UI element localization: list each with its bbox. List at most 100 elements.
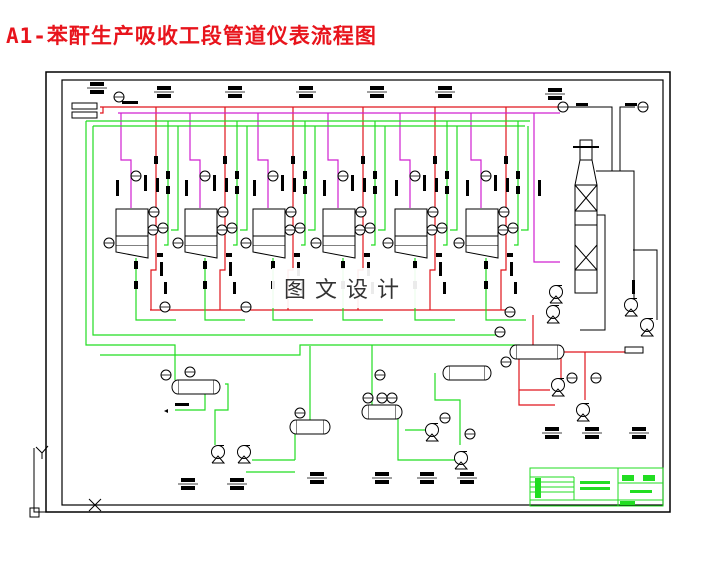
tag-bar [253,180,256,196]
valve-icon [235,186,239,194]
tag-bar [323,180,326,196]
tag-bar [443,282,446,294]
drawing-title: A1-苯酐生产吸收工段管道仪表流程图 [6,24,377,48]
tower-top [579,139,593,161]
title-block-text [580,481,610,484]
absorber-1 [115,208,149,247]
tag-label [438,86,452,90]
valve-icon [166,186,170,194]
tag-bar [213,175,216,191]
inner-border [61,79,664,506]
valve-icon [203,281,207,289]
vessel-head [171,379,179,395]
green-line [175,394,206,411]
pump-base [549,295,564,304]
tag-bar [160,262,163,276]
tag-label [375,472,389,476]
tag-label [175,403,189,406]
green-drop [171,126,179,231]
tag-label [632,435,646,439]
tag-bar [281,175,284,191]
absorber-cone [115,246,149,259]
red-inlet [100,107,104,114]
absorber-cone [322,246,356,259]
absorber-cone [394,246,428,259]
absorption-tower [574,184,598,294]
tag-bar [229,262,232,276]
tag-label [545,435,559,439]
pump-base [211,455,226,464]
vessel-head [557,344,565,360]
title-block [529,467,664,507]
outer-border [45,71,671,513]
tag-label [548,88,562,92]
tower-vent [565,106,613,171]
valve-icon [413,261,417,269]
tag-label [228,94,242,98]
tag-label [228,86,242,90]
pump-base [624,308,639,317]
tag-label [585,427,599,431]
green-left-drop [85,121,176,380]
tag-label [548,96,562,100]
tag-bar [233,282,236,294]
tag-label [181,478,195,482]
vessel-head [289,419,297,435]
absorber-4 [322,208,356,247]
tag-label [420,480,434,484]
tag-bar [439,262,442,276]
tower-bottom-line [580,214,606,331]
tag-bar [632,280,635,294]
absorber-cone [184,246,218,259]
horizontal-vessel [295,419,325,435]
magenta-to-tower [533,113,560,263]
horizontal-vessel [515,344,559,360]
tag-label [438,94,452,98]
arrow [164,409,168,413]
tag-bar [507,253,513,257]
horizontal-vessel [177,379,215,395]
horizontal-vessel [448,365,486,381]
drawing-frame [45,71,671,513]
valve-icon [445,171,449,179]
vessel-head [361,404,369,420]
valve-icon [373,171,377,179]
green-drop [443,121,448,246]
tag-bar [293,178,296,192]
tag-bar [436,253,442,257]
tag-label [420,472,434,476]
tower-overhead [596,170,635,310]
tag-label [230,486,244,490]
tag-bar [514,282,517,294]
green-drop [514,121,519,246]
tag-label [181,486,195,490]
tag-bar [494,175,497,191]
green-line [397,419,460,461]
tag-bar [363,178,366,192]
vessel-head [484,365,492,381]
valve-icon [223,156,227,164]
valve-icon [271,261,275,269]
absorber-6 [465,208,499,247]
tag-bar [364,253,370,257]
green-drop [240,126,248,231]
tag-label [310,480,324,484]
vessel-head [323,419,331,435]
valve-icon [504,156,508,164]
absorber-3 [252,208,286,247]
pump-base [576,413,591,422]
green-return [485,258,526,321]
green-line [434,373,461,445]
valve-icon [516,186,520,194]
valve-icon [154,156,158,164]
tag-label [625,103,637,106]
tag-bar [294,253,300,257]
green-return [204,258,245,321]
green-left-drop-2 [92,126,500,336]
tag-label [375,480,389,484]
tag-label [460,472,474,476]
tag-label [370,86,384,90]
valve-icon [203,261,207,269]
tag-label [157,94,171,98]
